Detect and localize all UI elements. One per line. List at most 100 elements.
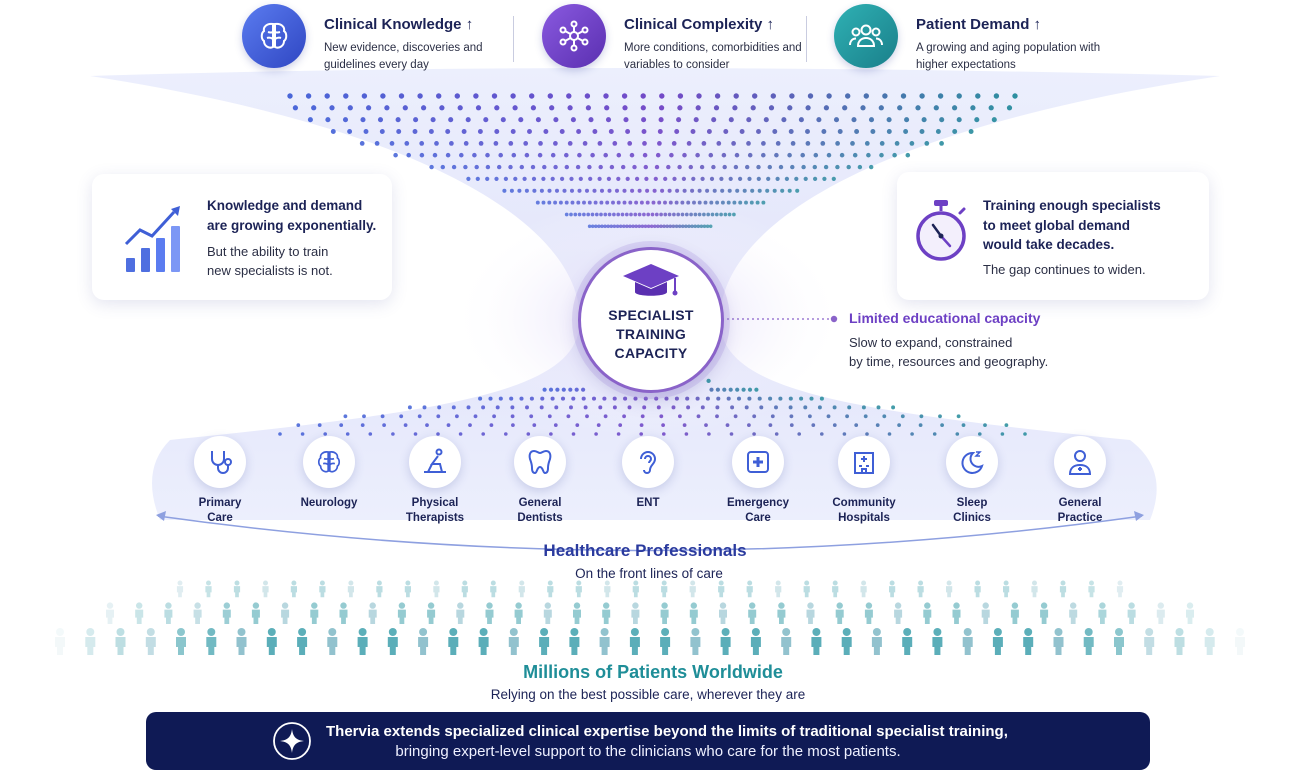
stream-dot <box>688 164 693 170</box>
stream-dot <box>956 414 961 419</box>
stream-dot <box>641 129 647 134</box>
stream-dot <box>775 141 781 146</box>
patient-figure <box>55 628 65 655</box>
stream-dot <box>527 129 532 134</box>
patient-figure <box>1156 602 1165 624</box>
stream-dot <box>684 212 689 217</box>
stream-dot <box>709 200 714 205</box>
stream-dot <box>676 212 681 217</box>
stream-dot <box>735 188 740 193</box>
stream-dot <box>543 129 549 134</box>
stream-dot <box>548 387 554 392</box>
stream-dot <box>727 188 732 193</box>
patient-figure <box>631 602 640 624</box>
stream-dot <box>491 93 498 99</box>
patient-figure <box>508 628 519 655</box>
people-icon <box>834 4 898 68</box>
stream-dot <box>719 176 724 182</box>
stream-dot <box>820 141 826 146</box>
stream-dot <box>761 152 766 158</box>
stream-dot <box>547 200 552 205</box>
stream-dot <box>882 93 888 99</box>
stream-dot <box>529 93 535 99</box>
stream-dot <box>582 141 588 146</box>
stream-dot <box>584 188 590 193</box>
stream-dot <box>612 141 618 146</box>
stream-dot <box>728 387 733 392</box>
stream-dot <box>307 117 313 123</box>
stream-dot <box>897 423 901 427</box>
stream-dot <box>510 405 515 410</box>
patient-figure <box>604 580 611 598</box>
stream-dot <box>570 200 575 205</box>
stream-dot <box>605 117 612 123</box>
stream-dot <box>541 176 546 182</box>
patient-figure <box>660 602 669 624</box>
stream-dot <box>887 432 892 436</box>
patient-figure <box>327 628 338 655</box>
stream-dot <box>524 152 530 158</box>
stream-dot <box>531 176 537 182</box>
stream-dot <box>379 129 385 134</box>
stream-dot <box>805 105 811 111</box>
stream-dot <box>631 224 635 229</box>
stream-dot <box>754 387 759 392</box>
stream-dot <box>664 396 669 401</box>
stream-dot <box>577 152 582 158</box>
patient-figure <box>193 602 202 624</box>
patient-figure <box>319 580 326 598</box>
stream-dot <box>550 152 556 158</box>
stream-dot <box>761 200 766 205</box>
stream-dot <box>445 129 451 134</box>
patient-figure <box>871 628 882 655</box>
stream-dot <box>770 93 776 99</box>
stream-dot <box>866 152 871 158</box>
stream-dot <box>746 141 751 146</box>
stream-dot <box>481 432 486 436</box>
stream-dot <box>665 224 669 229</box>
stream-dot <box>606 224 610 229</box>
stream-dot <box>525 405 529 410</box>
stream-dot <box>564 164 569 170</box>
stream-dot <box>550 396 555 401</box>
stream-dot <box>909 141 915 146</box>
patient-figure <box>1003 580 1010 598</box>
profession-primary-care: Primary Care <box>170 436 270 526</box>
stream-dot <box>693 212 698 217</box>
stream-dot <box>875 423 880 427</box>
stream-dot <box>951 105 958 111</box>
stream-dot <box>991 117 997 123</box>
stream-dot <box>662 224 666 229</box>
stream-dot <box>330 129 336 134</box>
patients-subtitle: Relying on the best possible care, where… <box>490 687 806 702</box>
stream-dot <box>581 387 586 392</box>
patient-figure <box>543 602 552 624</box>
stream-dot <box>861 405 866 410</box>
stream-dot <box>846 164 851 170</box>
patient-figure <box>952 602 961 624</box>
stream-dot <box>459 152 464 158</box>
driver-title: Clinical Knowledge <box>324 16 462 33</box>
patient-figure <box>1010 602 1019 624</box>
stream-dot <box>594 432 598 436</box>
brain-icon <box>242 4 306 68</box>
stream-dot <box>395 117 401 123</box>
stream-dot <box>770 414 775 419</box>
stream-dot <box>795 188 800 193</box>
stream-dot <box>726 396 731 401</box>
patient-figure <box>1204 628 1215 655</box>
stream-dot <box>489 423 494 427</box>
stream-dot <box>510 414 515 419</box>
stream-dot <box>608 129 614 134</box>
stream-dot <box>642 152 648 158</box>
stream-dot <box>739 129 745 134</box>
patient-figure <box>236 628 247 655</box>
stream-dot <box>550 176 555 182</box>
stream-dot <box>935 129 941 134</box>
stream-dot <box>653 176 658 182</box>
patient-figure <box>1031 580 1038 598</box>
patient-crowd <box>55 580 1245 655</box>
card-heading-line: are growing exponentially. <box>207 217 377 233</box>
patient-figure <box>485 602 494 624</box>
stream-dot <box>660 188 665 193</box>
